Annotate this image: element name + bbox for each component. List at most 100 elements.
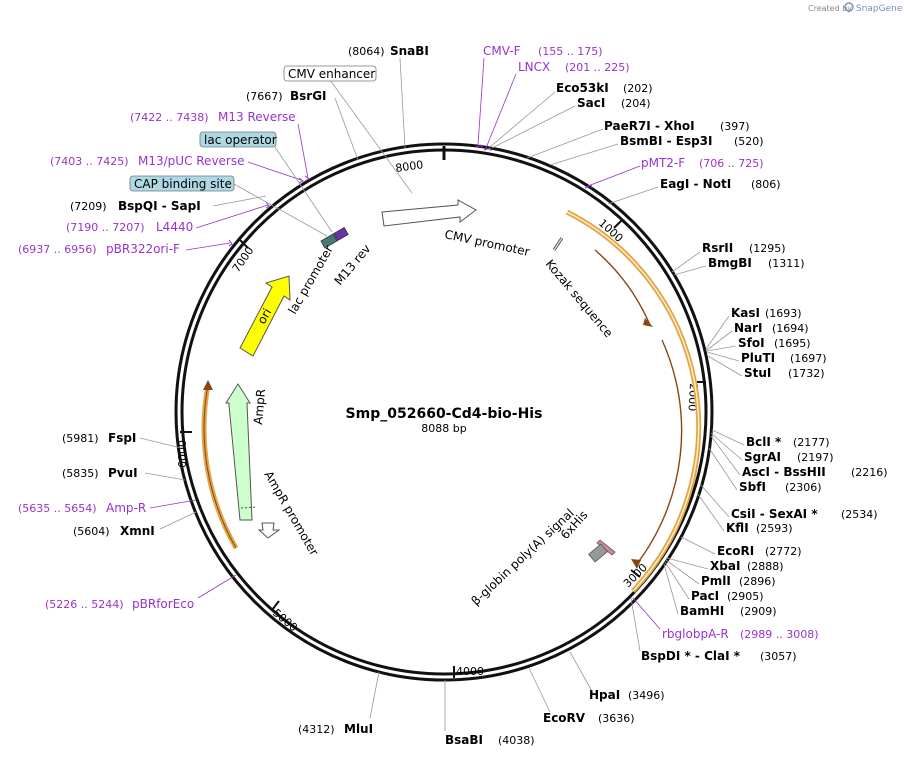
site-rsrii: RsrII <box>702 241 733 255</box>
site-snabi: SnaBI <box>390 44 429 58</box>
site-bspqi-sapi-pos: (7209) <box>70 200 107 213</box>
site-pluti: PluTI <box>741 351 775 365</box>
site-ecorv: EcoRV <box>543 711 586 725</box>
site-csii-sexai: CsiI - SexAI * <box>731 507 818 521</box>
kozak-label: Kozak sequence <box>543 257 616 340</box>
lac-promoter-label: lac promoter <box>285 243 336 317</box>
lac-promoter-marker <box>320 233 338 249</box>
ampr-arrow <box>225 383 253 521</box>
site-mlui-pos: (4312) <box>298 723 335 736</box>
primer-lncx: LNCX <box>518 60 550 74</box>
primer-l4440: L4440 <box>156 220 193 234</box>
svg-text:4000: 4000 <box>456 665 484 678</box>
site-bsrgi-pos: (7667) <box>246 90 283 103</box>
site-eagi-noti-pos: (806) <box>751 178 781 191</box>
primer-rbglobpa-r-range: (2989 .. 3008) <box>740 628 819 641</box>
site-sfoi: SfoI <box>738 336 765 350</box>
site-bspqi-sapi: BspQI - SapI <box>118 199 201 213</box>
site-xmni-pos: (5604) <box>73 525 110 538</box>
site-paci-pos: (2905) <box>727 590 764 603</box>
primer-m13-puc-reverse-range: (7403 .. 7425) <box>50 155 129 168</box>
site-nari: NarI <box>734 321 763 335</box>
primer-m13-puc-reverse: M13/pUC Reverse <box>138 154 245 168</box>
svg-text:lac operator: lac operator <box>204 133 277 147</box>
polya-signal-box <box>588 543 608 563</box>
site-bspdi-clai: BspDI * - ClaI * <box>641 649 741 663</box>
svg-text:CAP binding site: CAP binding site <box>134 177 232 191</box>
site-nari-pos: (1694) <box>772 322 809 335</box>
cmv-promoter-arrow <box>381 199 477 227</box>
site-kasi: KasI <box>731 306 760 320</box>
site-bspdi-clai-pos: (3057) <box>760 650 797 663</box>
primer-pbrforeco-range: (5226 .. 5244) <box>45 598 124 611</box>
ori-label: ori <box>254 306 274 327</box>
snapgene-logo-icon <box>844 2 854 12</box>
ampr-orange-arc-line <box>203 384 237 549</box>
his-tag-marker <box>596 539 616 556</box>
site-hpai-pos: (3496) <box>628 689 665 702</box>
ori-arrow <box>239 275 291 357</box>
cds-orange-arc-outer-inner <box>566 211 700 592</box>
site-fspi: FspI <box>108 431 136 445</box>
primer-cmv-f: CMV-F <box>483 44 521 58</box>
primer-pbrforeco: pBRforEco <box>132 597 194 611</box>
site-sbfi-pos: (2306) <box>785 481 822 494</box>
site-stui: StuI <box>744 366 771 380</box>
site-sfoi-pos: (1695) <box>774 337 811 350</box>
cds-arrowhead-upper-icon <box>643 318 653 327</box>
primer-rbglobpa-r: rbglobpA-R <box>662 627 729 641</box>
site-pmli-pos: (2896) <box>739 575 776 588</box>
svg-text:8000: 8000 <box>395 158 425 175</box>
site-bsmbi-esp3i-pos: (520) <box>734 135 764 148</box>
primer-pbr322ori-f-range: (6937 .. 6956) <box>18 243 97 256</box>
site-paci: PacI <box>691 589 719 603</box>
lac-operator-box: lac operator <box>199 131 333 233</box>
primer-cmv-f-range: (155 .. 175) <box>538 45 603 58</box>
primer-l4440-range: (7190 .. 7207) <box>66 221 145 234</box>
tick-4000: 4000 <box>453 665 484 678</box>
site-eco53ki-pos: (202) <box>623 82 653 95</box>
cmv-enhancer-box: CMV enhancer <box>283 65 413 194</box>
backbone-outer-ring <box>174 142 714 682</box>
tick-6000: 6000 <box>176 431 192 468</box>
site-bmgbi: BmgBI <box>708 256 752 270</box>
site-bcli-pos: (2177) <box>793 436 830 449</box>
site-bsmbi-esp3i: BsmBI - Esp3I <box>620 134 712 148</box>
site-sbfi: SbfI <box>739 480 766 494</box>
site-asci-bsshii: AscI - BssHII <box>742 465 826 479</box>
ampr-promoter-arrow <box>257 522 281 539</box>
site-bamhi: BamHI <box>680 604 724 618</box>
site-ecori-pos: (2772) <box>765 545 802 558</box>
primer-pmt2-f: pMT2-F <box>641 156 685 170</box>
site-stui-pos: (1732) <box>788 367 825 380</box>
credit-brand: SnapGene <box>856 4 903 14</box>
site-sgrai: SgrAI <box>744 450 781 464</box>
site-xmni: XmnI <box>120 524 155 538</box>
cmv-promoter-label: CMV promoter <box>443 227 531 259</box>
m13-rev-label: M13 rev <box>332 242 374 288</box>
site-snabi-pos: (8064) <box>348 45 385 58</box>
svg-text:7000: 7000 <box>230 244 257 274</box>
site-bsabi: BsaBI <box>445 733 483 747</box>
site-pmli: PmlI <box>701 574 731 588</box>
primer-m13-reverse: M13 Reverse <box>218 110 296 124</box>
ampr-label: AmpR <box>251 388 268 425</box>
site-bmgbi-pos: (1311) <box>768 257 805 270</box>
site-paer7i-xhoi: PaeR7I - XhoI <box>604 119 695 133</box>
site-ecori: EcoRI <box>717 544 754 558</box>
site-sgrai-pos: (2197) <box>797 451 834 464</box>
map-length: 8088 bp <box>421 422 466 435</box>
site-mlui: MluI <box>344 722 373 736</box>
primer-m13-reverse-range: (7422 .. 7438) <box>130 111 209 124</box>
primer-pmt2-f-range: (706 .. 725) <box>699 157 764 170</box>
site-bamhi-pos: (2909) <box>740 605 777 618</box>
site-kfli: KflI <box>726 521 749 535</box>
site-csii-sexai-pos: (2534) <box>841 508 878 521</box>
primer-lncx-range: (201 .. 225) <box>565 61 630 74</box>
site-pvui-pos: (5835) <box>62 467 99 480</box>
site-rsrii-pos: (1295) <box>749 242 786 255</box>
site-pvui: PvuI <box>108 466 138 480</box>
site-kasi-pos: (1693) <box>765 307 802 320</box>
site-xbai: XbaI <box>710 559 740 573</box>
